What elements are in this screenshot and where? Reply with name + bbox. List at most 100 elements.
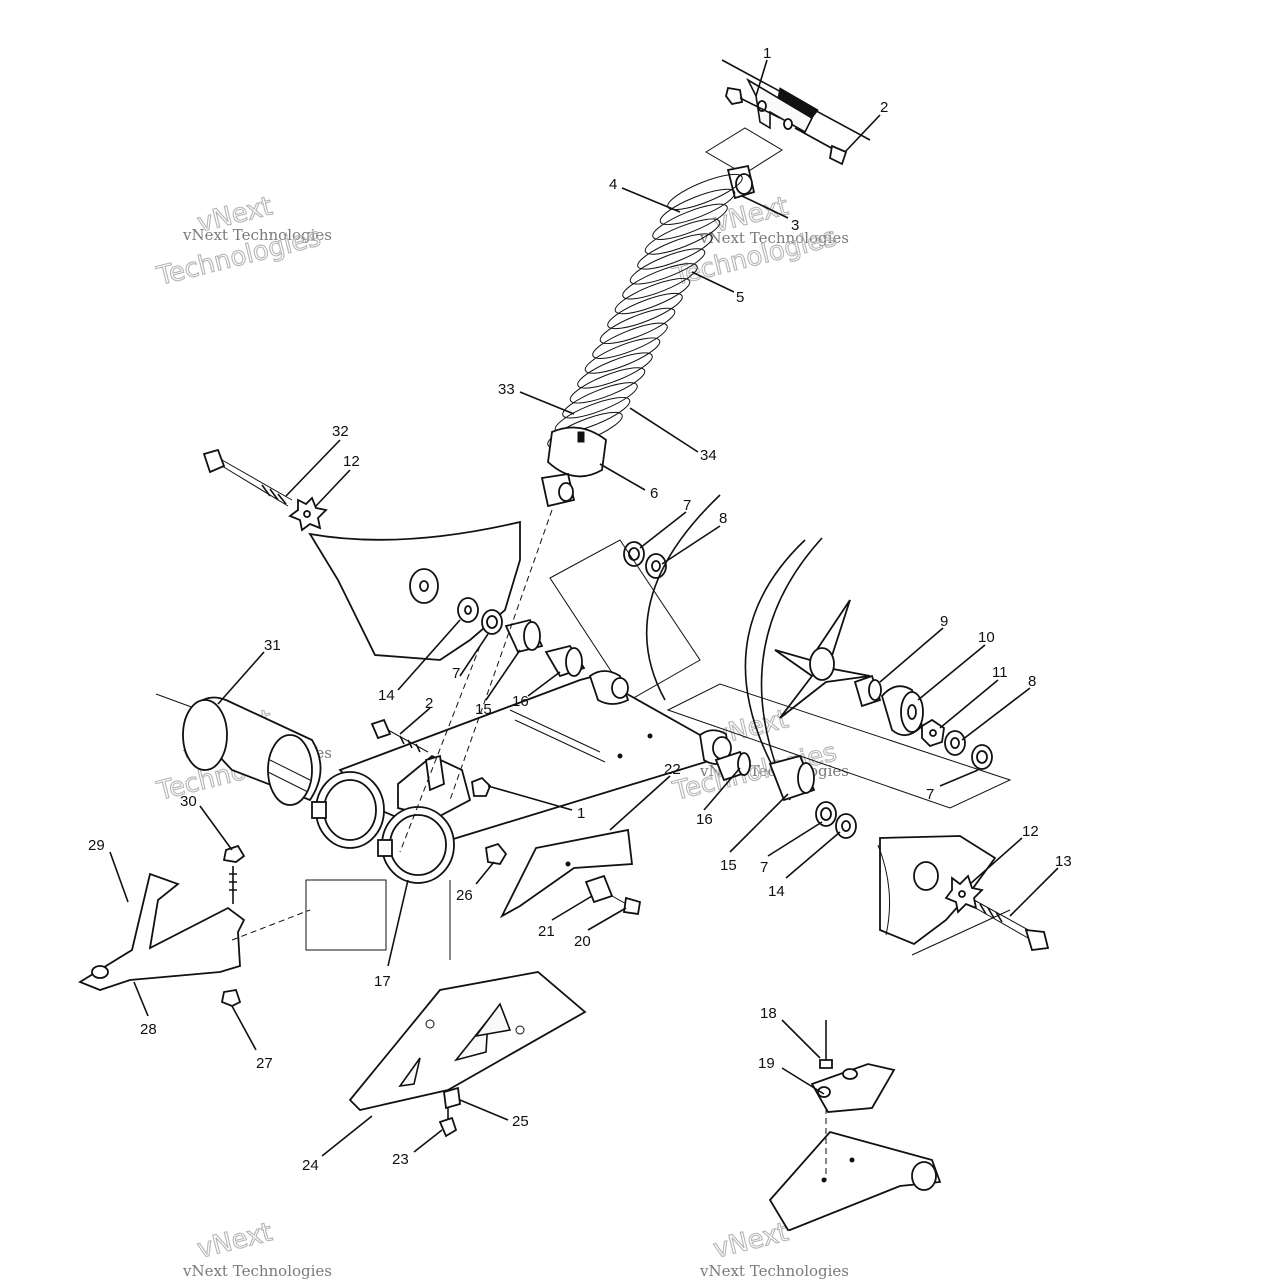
spring-coil bbox=[614, 277, 691, 315]
callout-16-left: 16 bbox=[512, 693, 529, 710]
washer-7-right bbox=[971, 744, 993, 770]
spring-coil bbox=[659, 188, 736, 226]
washer-7-upper-right bbox=[623, 541, 645, 567]
lower-a-arm-29 bbox=[78, 872, 311, 991]
bushing-16-right bbox=[714, 750, 751, 782]
swing-arm bbox=[311, 670, 732, 884]
nut-27 bbox=[220, 988, 242, 1007]
star-washer-12-upper bbox=[288, 496, 328, 532]
callout-14-left: 14 bbox=[378, 687, 395, 704]
callout-1-upper-nut: 1 bbox=[763, 45, 771, 62]
svg-text:vNext Technologies: vNext Technologies bbox=[182, 226, 332, 244]
svg-text:vNext Technologies: vNext Technologies bbox=[182, 1262, 332, 1280]
washer-7-left-upper bbox=[481, 609, 503, 635]
left-side-plate bbox=[308, 520, 521, 661]
bolt-30 bbox=[222, 844, 246, 904]
washer-14-lower-right bbox=[835, 813, 857, 839]
watermark-top-left: vNext vNext Technologies Technologies bbox=[153, 191, 332, 293]
upper-bolt-2 bbox=[794, 127, 836, 151]
spring-coil bbox=[622, 263, 698, 300]
callout-34: 34 bbox=[700, 447, 717, 464]
washer-7-lower-right bbox=[815, 801, 837, 827]
svg-text:vNext: vNext bbox=[194, 1217, 275, 1264]
callout-29: 29 bbox=[88, 837, 105, 854]
callout-7-left: 7 bbox=[452, 665, 460, 682]
callout-10: 10 bbox=[978, 629, 995, 646]
svg-text:vNext Technologies: vNext Technologies bbox=[699, 1262, 849, 1280]
callout-12-lower: 12 bbox=[1022, 823, 1039, 840]
svg-text:vNext: vNext bbox=[710, 1217, 791, 1264]
skid-24 bbox=[348, 971, 587, 1111]
nut-1-lower bbox=[471, 776, 492, 797]
callout-24: 24 bbox=[302, 1157, 319, 1174]
callout-4: 4 bbox=[609, 176, 617, 193]
callout-30: 30 bbox=[180, 793, 197, 810]
callout-2-lower: 2 bbox=[425, 695, 433, 712]
callout-2-upper-bolt: 2 bbox=[880, 99, 888, 116]
callout-6: 6 bbox=[650, 485, 658, 502]
axle-tube-31 bbox=[155, 693, 322, 806]
callout-14-right: 14 bbox=[768, 883, 785, 900]
bushing-16-left bbox=[544, 644, 586, 678]
callout-15-left: 15 bbox=[475, 701, 492, 718]
spring-coil bbox=[637, 233, 713, 270]
nut-26 bbox=[485, 842, 508, 865]
spring-coil bbox=[629, 248, 706, 285]
callout-11: 11 bbox=[992, 664, 1008, 681]
callout-17: 17 bbox=[374, 973, 391, 990]
callout-19: 19 bbox=[758, 1055, 775, 1072]
bushing-15-left bbox=[504, 618, 544, 654]
bracket-22 bbox=[499, 828, 634, 919]
spring-coil bbox=[569, 367, 646, 404]
callout-7-upper: 7 bbox=[683, 497, 691, 514]
bearing-10 bbox=[880, 685, 924, 736]
callout-33: 33 bbox=[498, 381, 515, 398]
pin-18 bbox=[819, 1020, 833, 1069]
spring-coil bbox=[644, 218, 721, 255]
upper-shock-bracket bbox=[705, 59, 871, 175]
callout-16-right: 16 bbox=[696, 811, 713, 828]
callout-31: 31 bbox=[264, 637, 281, 654]
callout-12-upper: 12 bbox=[343, 453, 360, 470]
callout-22: 22 bbox=[664, 761, 681, 778]
leader-lines bbox=[109, 59, 1059, 1157]
spring-coil bbox=[584, 337, 661, 374]
callout-labels: 1 2 3 4 5 33 34 6 32 12 7 8 9 10 11 8 7 … bbox=[88, 45, 1072, 1174]
callout-8-upper: 8 bbox=[719, 510, 727, 527]
callout-26: 26 bbox=[456, 887, 473, 904]
nut-11 bbox=[921, 718, 945, 748]
washer-8-right bbox=[944, 730, 966, 756]
callout-15-right: 15 bbox=[720, 857, 737, 874]
callout-28: 28 bbox=[140, 1021, 157, 1038]
callout-7-lower-right: 7 bbox=[760, 859, 768, 876]
bolt-32 bbox=[202, 448, 293, 507]
shock-absorber bbox=[540, 164, 756, 508]
callout-7-right: 7 bbox=[926, 786, 934, 803]
callout-5: 5 bbox=[736, 289, 744, 306]
callout-23: 23 bbox=[392, 1151, 409, 1168]
callout-32: 32 bbox=[332, 423, 349, 440]
spring-coil bbox=[652, 203, 728, 240]
callout-27: 27 bbox=[256, 1055, 273, 1072]
callout-25: 25 bbox=[512, 1113, 529, 1130]
upper-nut-1 bbox=[725, 86, 744, 105]
callout-20: 20 bbox=[574, 933, 591, 950]
callout-21: 21 bbox=[538, 923, 555, 940]
callout-13: 13 bbox=[1055, 853, 1072, 870]
clip-25 bbox=[443, 1086, 461, 1110]
callout-9: 9 bbox=[940, 613, 948, 630]
spring-coil bbox=[577, 352, 653, 389]
callout-3: 3 bbox=[791, 217, 799, 234]
spacer-9 bbox=[853, 674, 882, 708]
callout-1-lower: 1 bbox=[577, 805, 585, 822]
spring-coil bbox=[607, 292, 683, 330]
watermark-bottom-right: vNext vNext Technologies bbox=[699, 1217, 849, 1280]
washer-14-left-upper bbox=[457, 597, 479, 623]
spring-coil bbox=[592, 322, 668, 359]
callout-18: 18 bbox=[760, 1005, 777, 1022]
washer-8-upper-right bbox=[645, 553, 667, 579]
watermark-bottom-left: vNext vNext Technologies bbox=[182, 1217, 332, 1280]
bolt-13 bbox=[971, 899, 1050, 951]
bolt-20 bbox=[611, 895, 642, 916]
